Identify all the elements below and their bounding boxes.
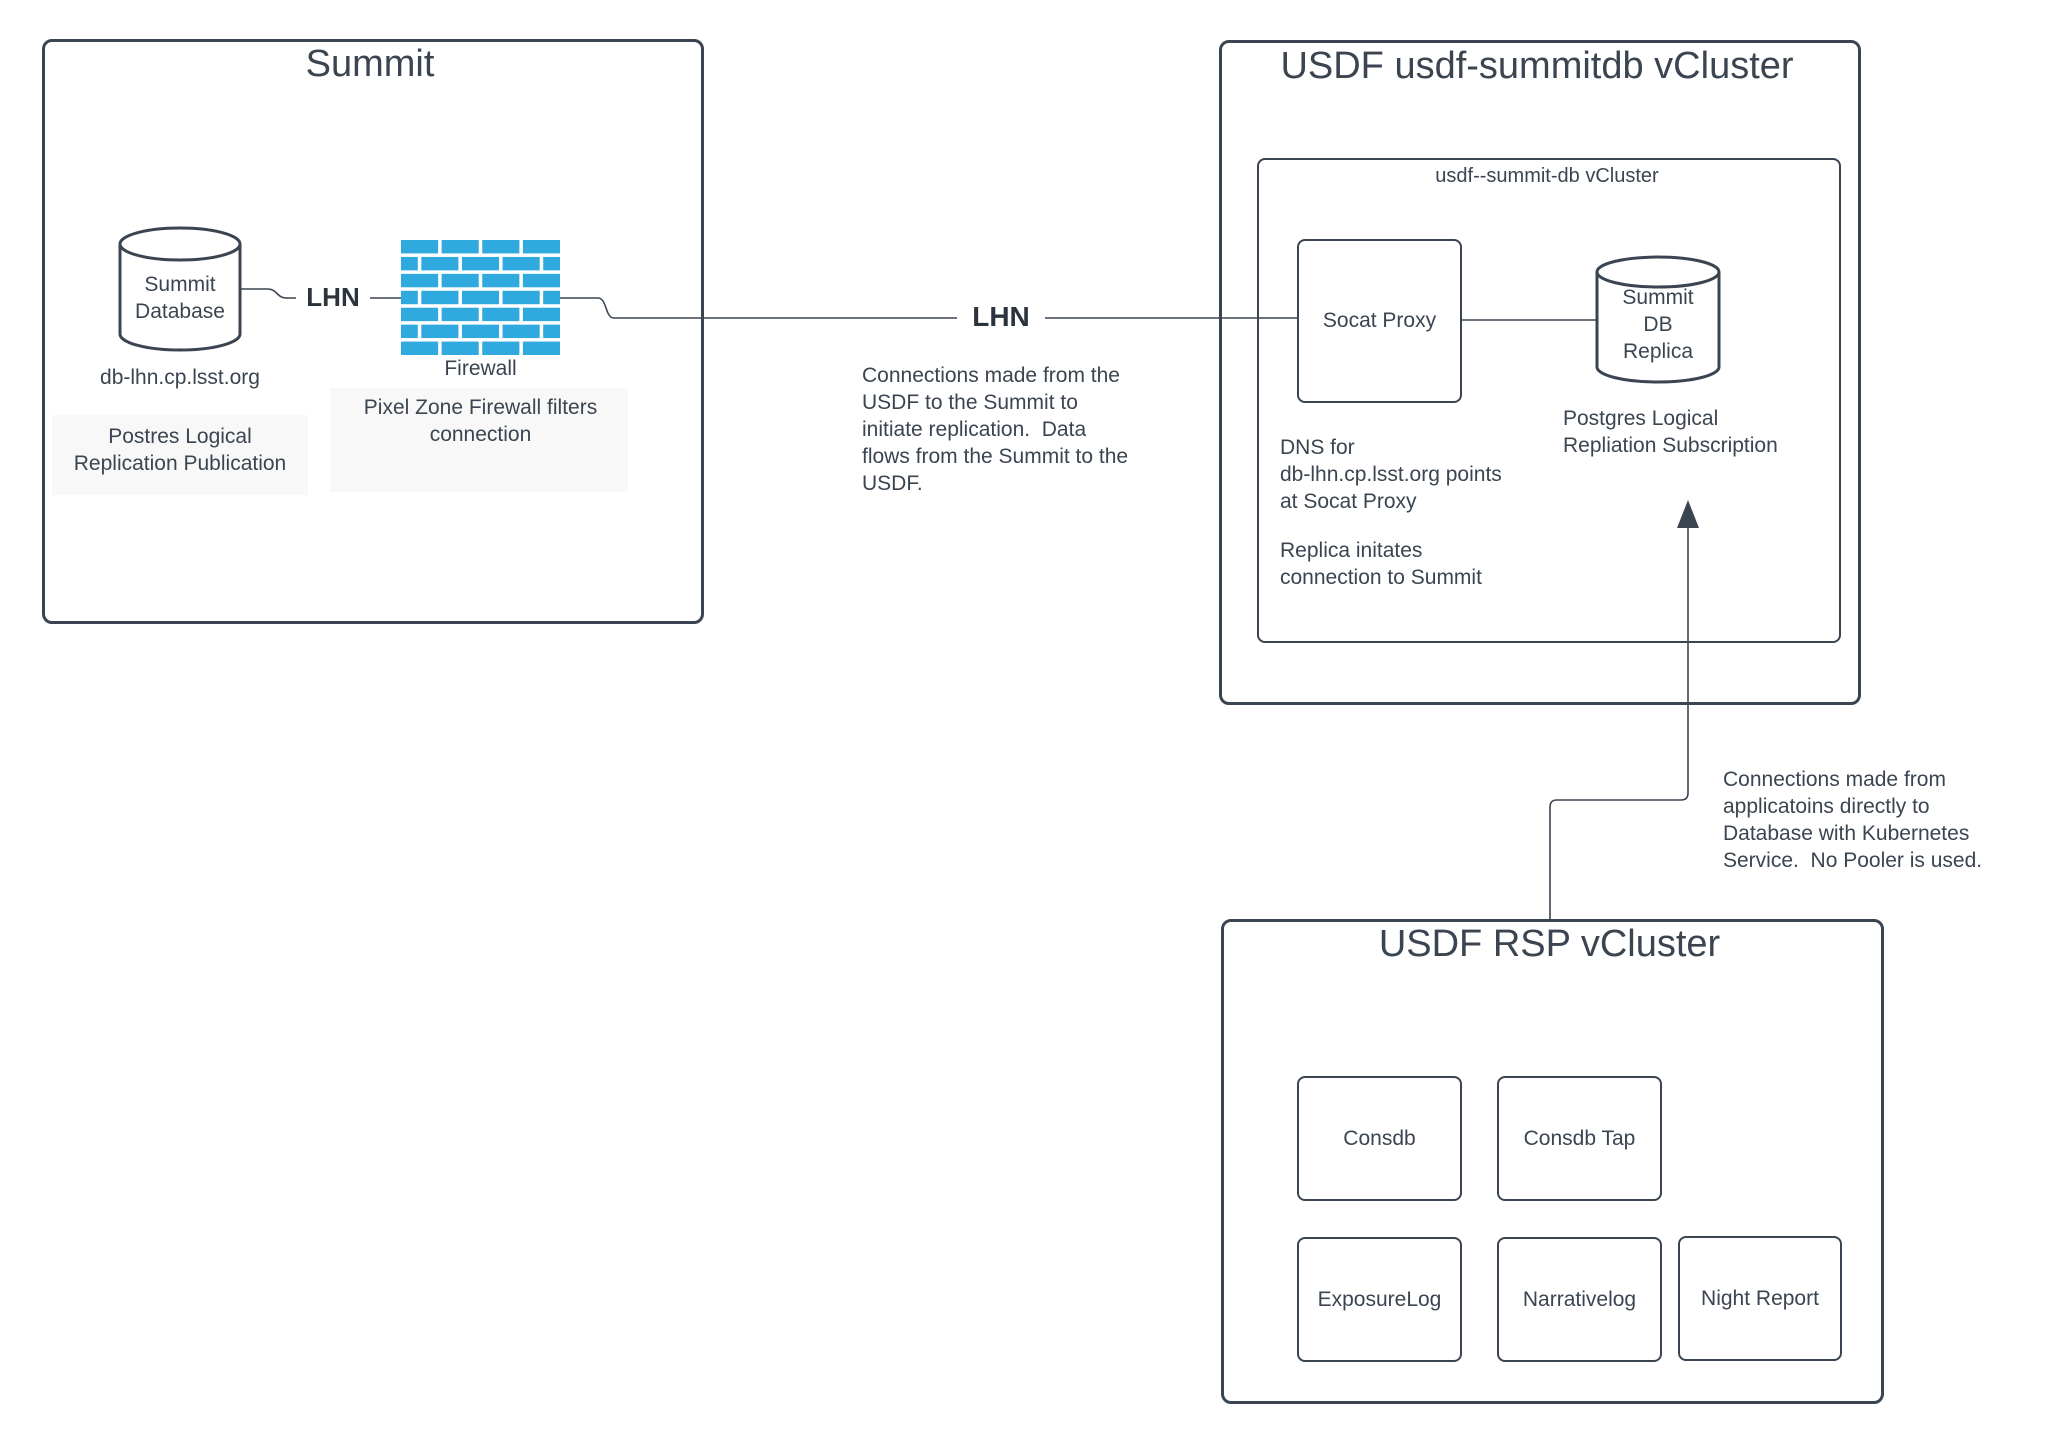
replication-link-note: Connections made from the USDF to the Su… (862, 364, 1129, 495)
service-label: ExposureLog (1317, 1287, 1442, 1311)
lhn-label-left: LHN (296, 283, 370, 311)
firewall-to-socat-connector (560, 297, 1297, 319)
summit-group-box (42, 39, 704, 624)
socat-proxy-label: Socat Proxy (1322, 309, 1437, 332)
summit-database-label: Summit Database (135, 273, 225, 323)
soft-highlight (52, 415, 308, 495)
app-connection-note: Connections made from applicatoins direc… (1723, 768, 1983, 872)
lhn-label-middle: LHN (957, 302, 1045, 332)
service-label: Consdb Tap (1523, 1126, 1636, 1150)
summit-database-hostname: db-lhn.cp.lsst.org (100, 366, 260, 389)
service-node-exposurelog: ExposureLog (1297, 1237, 1462, 1362)
summit-database-cylinder-icon (118, 226, 242, 352)
dns-note: DNS for db-lhn.cp.lsst.org points at Soc… (1280, 436, 1502, 513)
summit-database-note: Postres Logical Replication Publication (73, 425, 287, 475)
firewall-note: Pixel Zone Firewall filters connection (363, 396, 598, 446)
service-label: Night Report (1701, 1286, 1819, 1310)
socat-proxy-node: Socat Proxy (1297, 239, 1462, 403)
replica-initiates-note: Replica initates connection to Summit (1280, 539, 1482, 589)
service-node-night-report: Night Report (1678, 1236, 1842, 1361)
usdf-rsp-group-box (1221, 919, 1884, 1404)
usdf-summitdb-title: USDF usdf-summitdb vCluster (1280, 45, 1794, 87)
service-node-consdb: Consdb (1297, 1076, 1462, 1201)
summit-title: Summit (305, 43, 435, 85)
service-label: Narrativelog (1522, 1287, 1637, 1311)
service-node-consdb-tap: Consdb Tap (1497, 1076, 1662, 1201)
service-node-narrativelog: Narrativelog (1497, 1237, 1662, 1362)
service-label: Consdb (1343, 1126, 1416, 1150)
firewall-label: Firewall (444, 357, 517, 380)
usdf-summit-db-inner-box (1257, 158, 1841, 643)
arrowhead-icon (1677, 500, 1699, 528)
usdf-summit-db-inner-title: usdf--summit-db vCluster (1435, 165, 1659, 187)
usdf-rsp-title: USDF RSP vCluster (1378, 923, 1721, 965)
firewall-icon (401, 240, 560, 355)
summit-db-replica-cylinder-icon (1595, 255, 1721, 384)
summit-db-replica-label: Summit DB Replica (1622, 285, 1694, 363)
replica-subscription-note: Postgres Logical Repliation Subscription (1563, 407, 1778, 457)
soft-highlight (330, 388, 628, 492)
rsp-to-replica-arrow-line (1549, 524, 1689, 919)
usdf-summitdb-group-box (1219, 40, 1861, 705)
db-to-firewall-connector (240, 288, 401, 299)
